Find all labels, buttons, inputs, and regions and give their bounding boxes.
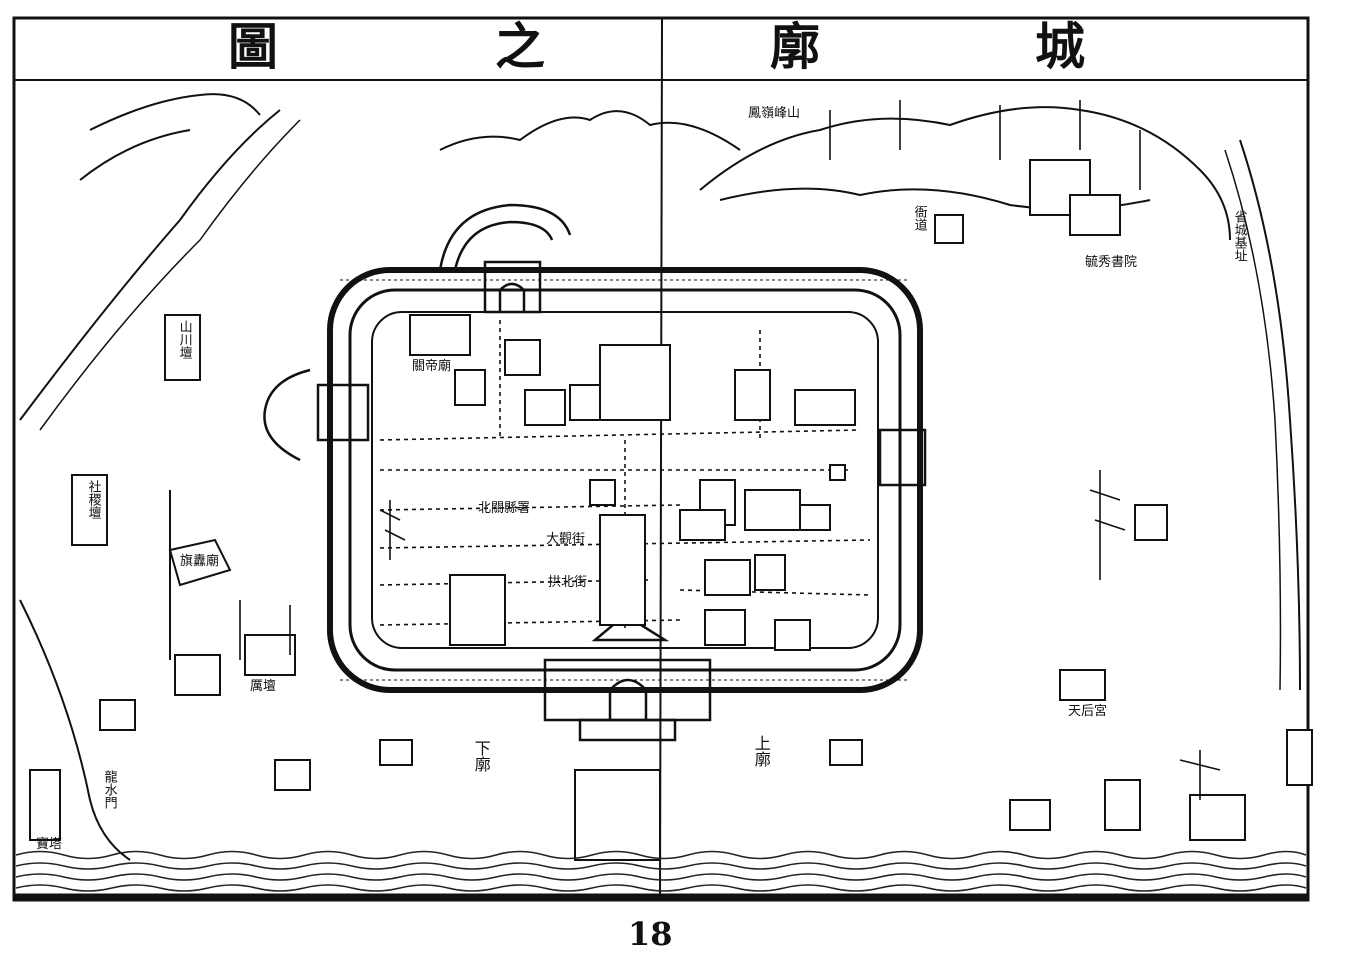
north-gate — [438, 203, 572, 314]
east-river-2 — [1224, 149, 1282, 691]
outside-structures — [29, 159, 1313, 861]
label-altar-w1: 山川壇 — [176, 320, 192, 359]
title-char-3: 之 — [495, 17, 545, 76]
title-char-4: 圖 — [228, 17, 278, 76]
label-altar-w2: 厲壇 — [250, 679, 277, 694]
label-south-outer: 上廓 — [751, 735, 771, 767]
label-flag: 旗纛廟 — [180, 554, 220, 569]
label-street-3: 拱北街 — [548, 575, 588, 590]
title-char-2: 廓 — [770, 17, 820, 76]
label-peak: 鳳嶺峰山 — [748, 106, 801, 121]
west-gate — [263, 368, 370, 462]
south-gate — [543, 613, 712, 742]
label-shrine-sw: 社稷壇 — [85, 480, 101, 519]
sw-creek — [19, 599, 131, 861]
trees — [239, 100, 1221, 800]
label-pavilion: 衙道 — [911, 205, 927, 231]
title-char-1: 城 — [1035, 17, 1085, 76]
label-temple-s: 天后宮 — [1068, 704, 1108, 719]
building-clusters — [409, 314, 856, 651]
flag-pole — [168, 490, 232, 660]
label-hill-temple: 毓秀書院 — [1085, 255, 1138, 270]
west-river-2 — [39, 119, 301, 431]
label-street-2: 大觀街 — [546, 532, 586, 547]
page-number: 18 — [628, 915, 673, 953]
label-street-1: 北關縣署 — [478, 501, 531, 516]
east-river — [1239, 139, 1301, 691]
label-tower-sw: 寶塔 — [36, 837, 63, 852]
label-river-west: 龍水門 — [101, 770, 117, 809]
east-gate — [878, 428, 927, 487]
city-wall — [327, 267, 923, 693]
label-north-outer: 下廓 — [471, 740, 491, 772]
label-east-shore: 省城基址 — [1231, 210, 1247, 262]
label-street-4: 關帝廟 — [412, 359, 452, 374]
west-river — [19, 109, 281, 421]
sea-waves — [15, 850, 1307, 892]
center-fold — [659, 17, 663, 901]
